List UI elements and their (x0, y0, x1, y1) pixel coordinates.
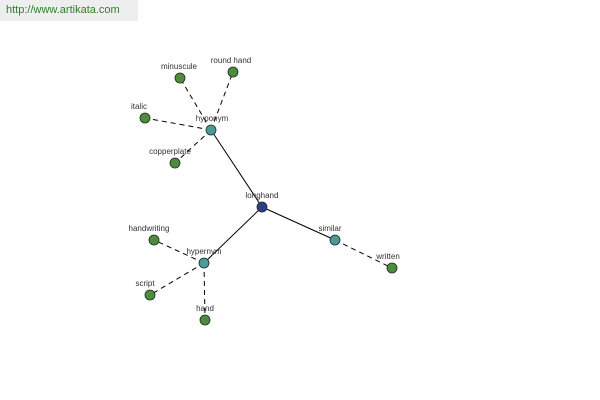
node-label-round-hand[interactable]: round hand (211, 56, 251, 65)
node-label-italic[interactable]: italic (131, 102, 147, 111)
labels-layer: longhand hyponym hypernym similar minuscule r… (129, 56, 400, 313)
node-written[interactable] (386, 262, 398, 274)
node-label-hypernym[interactable]: hypernym (186, 247, 221, 256)
node-italic[interactable] (139, 112, 151, 124)
node-label-written[interactable]: written (375, 252, 400, 261)
edge-longhand-hypernym (203, 206, 263, 264)
node-minuscule[interactable] (174, 72, 186, 84)
node-label-minuscule[interactable]: minuscule (161, 62, 198, 71)
edge-hyponym-minuscule (179, 77, 212, 131)
node-label-hand[interactable]: hand (196, 304, 214, 313)
edges-layer (144, 71, 393, 321)
edge-similar-written (334, 239, 393, 269)
node-longhand[interactable] (256, 201, 268, 213)
node-handwriting[interactable] (148, 234, 160, 246)
edge-hyponym-italic (144, 117, 212, 131)
node-label-hyponym[interactable]: hyponym (196, 114, 229, 123)
edge-hyponym-copperplate (174, 129, 212, 164)
node-similar[interactable] (329, 234, 341, 246)
node-hyponym[interactable] (205, 124, 217, 136)
node-script[interactable] (144, 289, 156, 301)
node-round-hand[interactable] (227, 66, 239, 78)
node-label-script[interactable]: script (135, 279, 155, 288)
node-copperplate[interactable] (169, 157, 181, 169)
site-link-bar: http://www.artikata.com (0, 0, 138, 21)
node-hand[interactable] (199, 314, 211, 326)
nodes-layer (139, 66, 398, 326)
node-label-longhand[interactable]: longhand (246, 191, 279, 200)
node-label-copperplate[interactable]: copperplate (149, 147, 191, 156)
edge-hypernym-handwriting (153, 239, 205, 264)
edge-hypernym-hand (203, 262, 206, 321)
edge-longhand-hyponym (210, 129, 263, 208)
edge-hyponym-round-hand (210, 71, 234, 131)
node-label-similar[interactable]: similar (318, 224, 341, 233)
site-url-link[interactable]: http://www.artikata.com (6, 4, 120, 16)
node-label-handwriting[interactable]: handwriting (129, 224, 170, 233)
node-hypernym[interactable] (198, 257, 210, 269)
edge-hypernym-script (149, 262, 205, 296)
edge-longhand-similar (261, 206, 336, 241)
